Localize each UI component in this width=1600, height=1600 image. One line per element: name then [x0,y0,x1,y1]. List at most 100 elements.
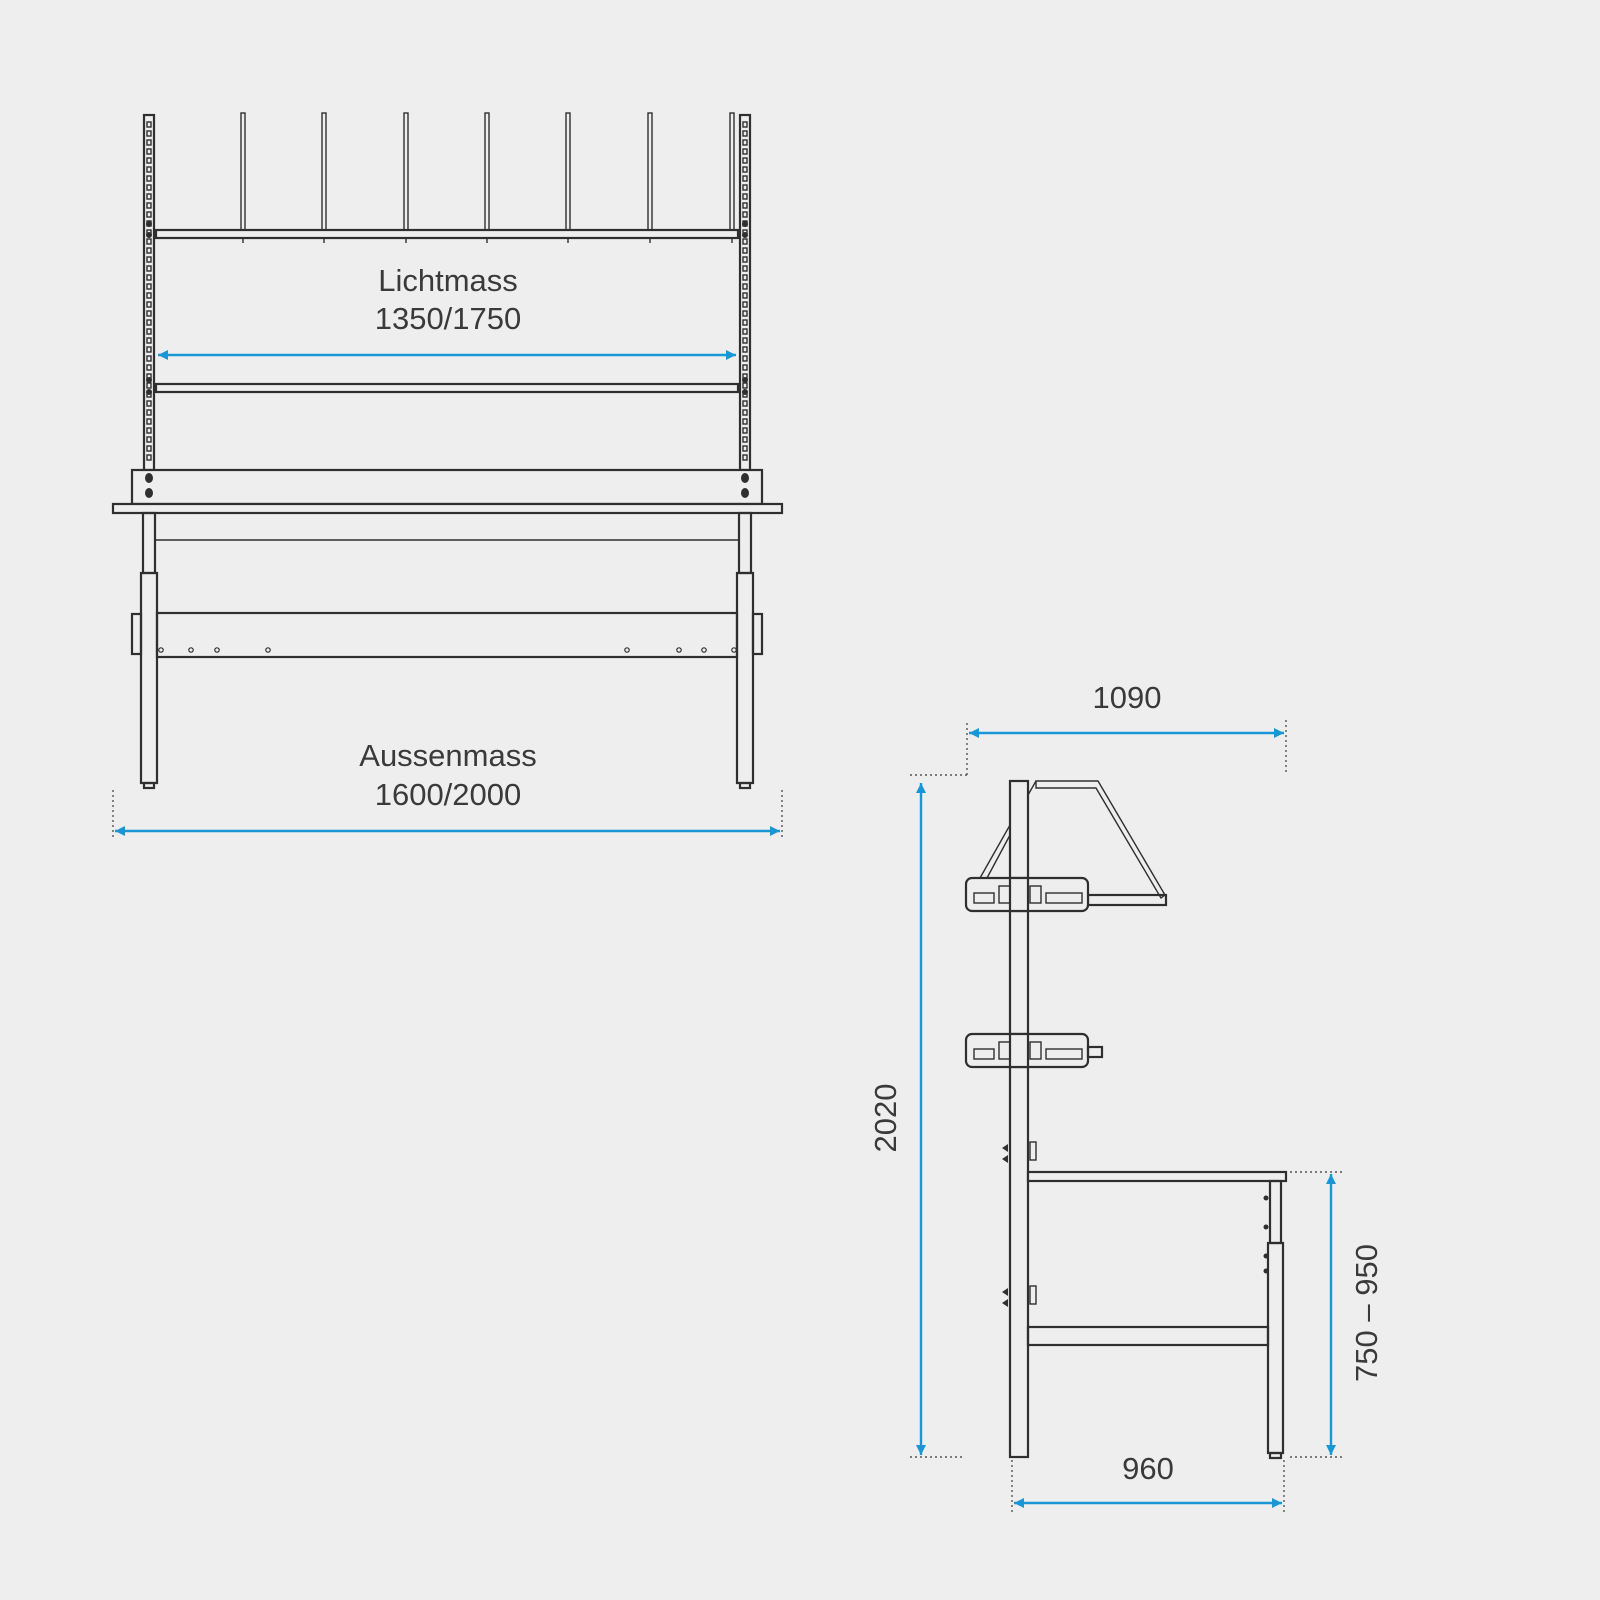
perforation [742,256,748,263]
perforation [146,355,152,362]
perforation [146,238,152,245]
perforation [742,454,748,461]
perforation [146,346,152,353]
perforation [146,175,152,182]
perforation [742,328,748,335]
upper-rail [154,228,740,240]
divider-rod [729,112,735,231]
perforation [742,436,748,443]
perforation [146,202,152,209]
right-leg [735,511,755,790]
perforation [146,436,152,443]
perforation [742,139,748,146]
right-upright [738,113,752,472]
depth-top-value: 1090 [1093,680,1162,715]
left-leg [139,511,159,790]
side-post [1008,779,1030,1459]
divider-rod [240,112,246,231]
perforation [742,166,748,173]
left-upright [142,113,156,472]
crossbar-hole [214,647,220,653]
post-clips [1002,1141,1037,1307]
front-view: Lichtmass 1350/1750 Aussenmass 1600/2000 [111,112,784,840]
perforation [742,400,748,407]
divider-rod [403,112,409,231]
depth-bottom-value: 960 [1122,1451,1174,1486]
perforation [742,337,748,344]
perforation [146,319,152,326]
perforation [146,337,152,344]
perforation [146,454,152,461]
crossbar-hole [731,647,737,653]
perforation [742,121,748,128]
perforation [742,346,748,353]
crossbar-hole [676,647,682,653]
side-lower-crossbar [1026,1325,1270,1347]
perforation [146,292,152,299]
divider-rod [321,112,327,231]
divider-rods [240,112,735,243]
perforation [146,283,152,290]
upper-shelf-bracket [964,780,1168,913]
perforation [742,193,748,200]
divider-rod [484,112,490,231]
perforation [146,400,152,407]
perforation [146,157,152,164]
perforation [146,274,152,281]
perforation [146,211,152,218]
perforation [742,157,748,164]
perforation [146,445,152,452]
perforation [742,445,748,452]
perforation [742,175,748,182]
perforation [742,130,748,137]
perforation [742,202,748,209]
perforation [146,310,152,317]
perforation [742,265,748,272]
outer-width-label: Aussenmass [359,738,536,773]
perforation [146,382,152,389]
perforation [742,184,748,191]
perforation [742,301,748,308]
perforation [146,121,152,128]
perforation [146,265,152,272]
perforation [146,301,152,308]
perforation [742,148,748,155]
perforation [146,328,152,335]
perforation [742,247,748,254]
perforation [146,193,152,200]
perforation [742,211,748,218]
perforation [742,283,748,290]
perforation [742,382,748,389]
crossbar-hole [701,647,707,653]
perforation [146,427,152,434]
perforation [146,148,152,155]
side-view: 1090 960 2020 750 – 950 [868,680,1384,1515]
divider-rod [647,112,653,231]
perforation [742,418,748,425]
crossbar-hole [265,647,271,653]
side-front-leg [1263,1179,1285,1460]
perforation [146,409,152,416]
crossbar-hole [624,647,630,653]
crossbar-hole [158,647,164,653]
perforation [742,427,748,434]
clear-width-value: 1350/1750 [375,301,522,336]
perforation [742,274,748,281]
lower-crossbar [155,611,739,659]
divider-rod [565,112,571,231]
perforation [742,319,748,326]
perforation [146,130,152,137]
perforation [146,166,152,173]
perforation [146,256,152,263]
perforation [742,355,748,362]
clear-width-label: Lichtmass [378,263,518,298]
table-height-value: 750 – 950 [1349,1244,1384,1382]
outer-width-value: 1600/2000 [375,777,522,812]
perforation [146,247,152,254]
perforation [742,292,748,299]
perforation [146,184,152,191]
side-table-top [1026,1170,1288,1183]
middle-rail [154,382,740,394]
table-top [111,502,784,515]
total-height-value: 2020 [868,1084,903,1153]
